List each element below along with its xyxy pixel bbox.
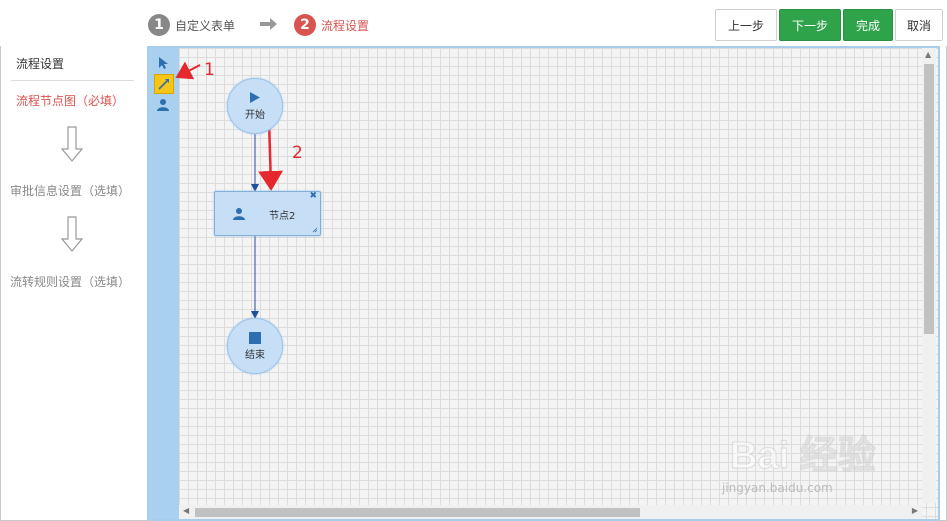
play-icon [250,92,260,103]
step-number-1: 1 [148,14,170,36]
task-node[interactable]: 节点2 ✖ [214,191,321,236]
svg-text:Bai 经验: Bai 经验 [730,435,876,477]
scroll-left-icon[interactable]: ◀ [183,506,190,515]
vertical-scrollbar[interactable]: ▲ [922,48,936,503]
sidebar-item-transfer-rules[interactable]: 流转规则设置（选填） [10,275,131,289]
sidebar: 流程设置 流程节点图（必填） 审批信息设置（选填） 流转规则设置（选填） [1,46,146,518]
step-custom-form[interactable]: 1 自定义表单 [148,13,235,37]
stop-icon [249,331,261,344]
finish-button[interactable]: 完成 [843,9,893,41]
sidebar-title: 流程设置 [16,57,65,71]
sidebar-item-approval-info[interactable]: 审批信息设置（选填） [10,184,131,198]
resize-handle-icon[interactable] [312,227,318,233]
close-icon[interactable]: ✖ [309,191,317,201]
cancel-button[interactable]: 取消 [895,9,943,41]
user-task-icon[interactable] [153,95,173,115]
diagram-canvas[interactable]: 开始 节点2 ✖ 结束 ▲ ◀ ▶ [179,48,938,519]
arrow-right-icon [260,18,277,30]
start-node[interactable]: 开始 [227,78,283,134]
baidu-jingyan-watermark: Bai 经验 [729,434,876,477]
annotation-label-1: 1 [204,60,215,80]
next-step-button[interactable]: 下一步 [779,9,841,41]
annotation-arrow-1 [175,62,201,80]
horizontal-scroll-thumb[interactable] [195,508,640,517]
down-arrow-icon [61,216,83,252]
task-node-label: 节点2 [269,211,296,222]
user-icon [233,208,245,220]
annotation-label-2: 2 [292,143,303,163]
scroll-right-icon[interactable]: ▶ [911,506,918,515]
vertical-scroll-thumb[interactable] [924,64,934,334]
prev-step-button[interactable]: 上一步 [715,9,777,41]
sidebar-item-flow-diagram[interactable]: 流程节点图（必填） [16,94,125,108]
scroll-up-icon[interactable]: ▲ [925,50,932,59]
select-arrow-icon[interactable] [153,53,173,73]
connect-line-icon[interactable] [154,74,174,94]
step-number-2: 2 [294,14,316,36]
sidebar-divider [11,80,134,81]
end-node-label: 结束 [245,349,265,361]
wizard-header: 1 自定义表单 2 流程设置 上一步 下一步 完成 取消 [0,0,947,46]
down-arrow-icon [61,126,83,162]
designer-toolbar [149,48,179,519]
flow-designer: 开始 节点2 ✖ 结束 ▲ ◀ ▶ [147,46,940,521]
watermark-url: jingyan.baidu.com [722,481,833,495]
horizontal-scrollbar[interactable]: ◀ ▶ [179,505,922,519]
step-flow-settings[interactable]: 2 流程设置 [294,13,369,37]
start-node-label: 开始 [245,110,265,121]
step-label-flow-settings: 流程设置 [321,18,370,33]
step-label-custom-form: 自定义表单 [175,18,236,33]
end-node[interactable]: 结束 [227,318,283,374]
